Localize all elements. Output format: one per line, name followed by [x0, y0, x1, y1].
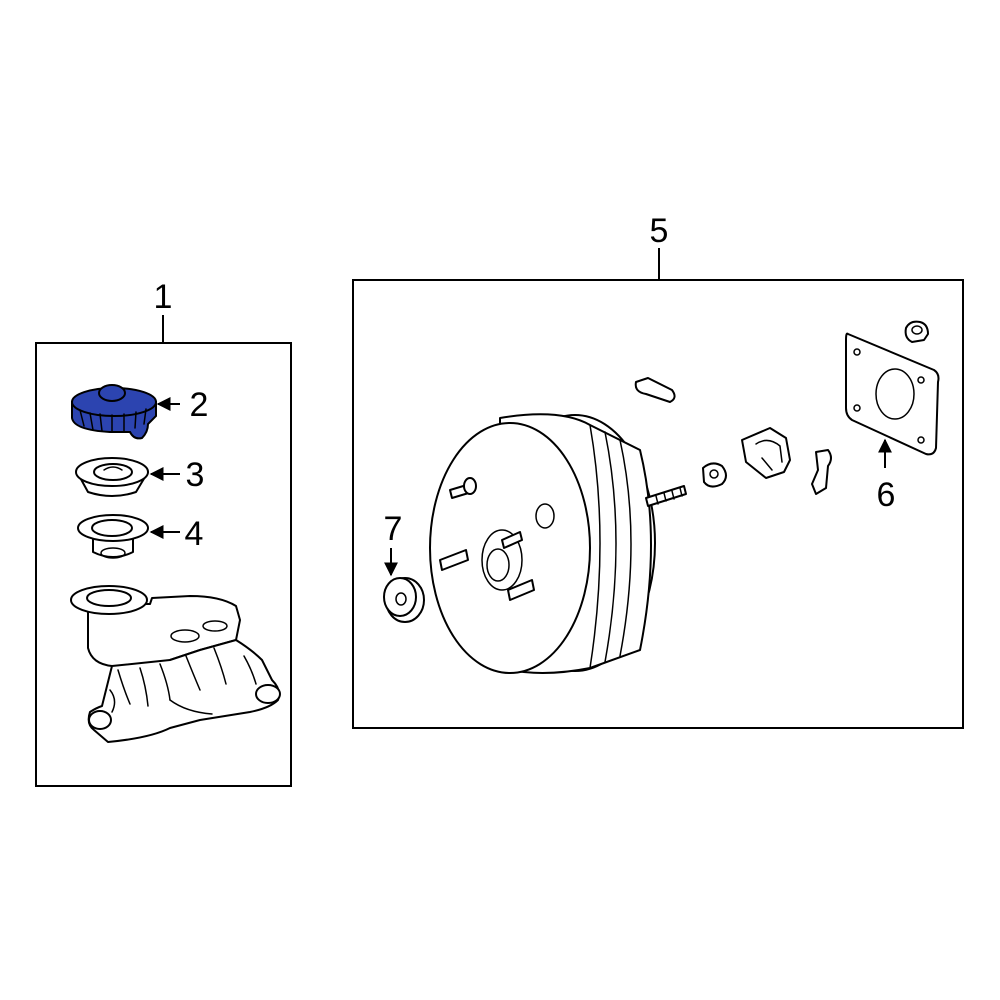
reservoir-cap[interactable] [71, 384, 157, 440]
booster-gasket[interactable] [845, 332, 940, 456]
brake-booster-group: 5 [352, 212, 964, 729]
reservoir-seal[interactable] [77, 514, 149, 559]
callout-7[interactable]: 7 [384, 510, 403, 548]
master-cylinder-box [35, 342, 292, 787]
gasket-nut[interactable] [904, 320, 929, 343]
callout-6[interactable]: 6 [877, 476, 896, 514]
callout-1[interactable]: 1 [154, 278, 173, 316]
callout-2[interactable]: 2 [190, 386, 209, 424]
lock-nut[interactable] [702, 462, 727, 488]
brake-booster[interactable] [429, 413, 687, 674]
reservoir-strainer[interactable] [75, 457, 149, 497]
brake-booster-box [352, 279, 964, 729]
clevis-pin[interactable] [634, 377, 676, 403]
callout-3[interactable]: 3 [186, 456, 205, 494]
master-cylinder-group: 1 2 3 4 [35, 278, 292, 787]
clevis[interactable] [741, 427, 791, 479]
master-cylinder-body[interactable] [70, 585, 281, 743]
callout-5[interactable]: 5 [650, 212, 669, 250]
callout-4[interactable]: 4 [185, 515, 204, 553]
retaining-clip[interactable] [811, 449, 832, 495]
booster-seal[interactable] [383, 577, 425, 623]
